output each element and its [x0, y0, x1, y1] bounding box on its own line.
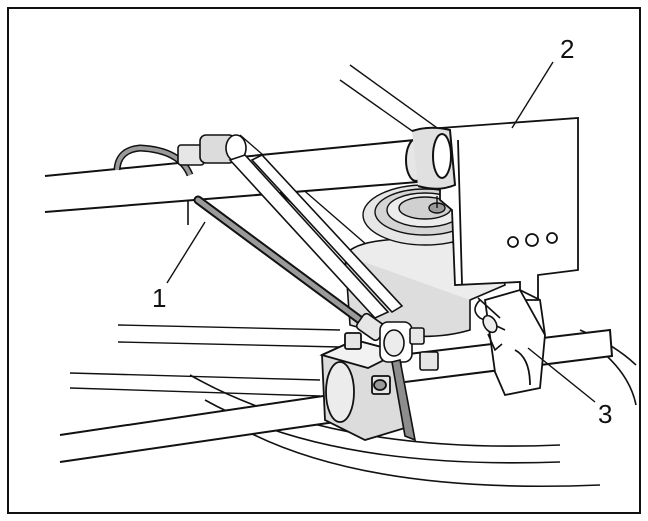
leader-line-1	[166, 221, 206, 284]
control-rods	[228, 154, 404, 319]
bracket-plate	[439, 117, 579, 301]
leader-line-2	[511, 61, 554, 129]
callout-2: 2	[560, 34, 574, 64]
callout-3: 3	[598, 399, 612, 429]
cable-end-fitting	[355, 312, 439, 442]
upper-tube	[44, 126, 457, 213]
hairpin-clip	[474, 297, 506, 352]
leader-lines	[166, 61, 596, 403]
leader-line-3	[527, 347, 596, 403]
callout-1: 1	[152, 283, 166, 313]
lever-plate	[484, 288, 546, 397]
frame-border	[7, 7, 641, 514]
lower-clamp	[319, 332, 406, 441]
cable	[193, 195, 365, 325]
